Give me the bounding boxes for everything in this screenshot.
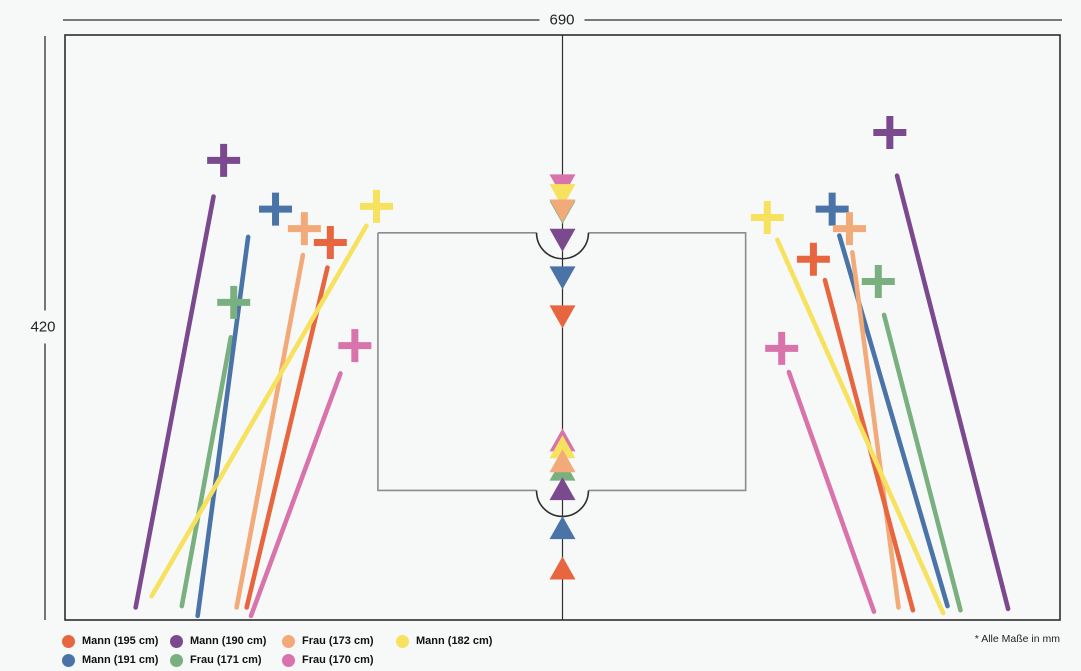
legend-label: Mann (195 cm) xyxy=(82,634,159,647)
legend-label: Frau (173 cm) xyxy=(302,634,374,647)
reach-arrow-top-2 xyxy=(549,228,576,252)
reach-arrow-bottom-2 xyxy=(549,477,576,501)
shoulder-marker-left-6 xyxy=(217,285,251,319)
legend-item: Frau (171 cm) xyxy=(170,653,262,667)
legend-swatch xyxy=(396,634,409,648)
legend-swatch xyxy=(282,634,295,648)
reach-line-right-3 xyxy=(850,249,901,610)
reach-arrow-top-1 xyxy=(549,305,576,329)
reach-line-left-3 xyxy=(234,252,306,610)
reach-line-left-4 xyxy=(149,223,369,599)
shoulder-marker-right-4 xyxy=(750,200,784,234)
legend-label: Frau (170 cm) xyxy=(302,653,374,666)
legend-item: Mann (195 cm) xyxy=(62,634,158,648)
reach-arrow-bottom-4 xyxy=(549,435,576,459)
shoulder-marker-left-5 xyxy=(259,192,293,226)
legend-item: Mann (182 cm) xyxy=(396,634,492,648)
legend-item: Mann (191 cm) xyxy=(62,653,158,667)
legend-item: Frau (170 cm) xyxy=(282,653,374,667)
legend-swatch xyxy=(62,634,75,648)
legend-label: Mann (191 cm) xyxy=(82,653,159,666)
units-footnote: * Alle Maße in mm xyxy=(974,633,1060,645)
height-dimension-label: 420 xyxy=(25,310,61,344)
legend-label: Mann (190 cm) xyxy=(190,634,267,647)
reach-arrow-top-5 xyxy=(549,266,576,290)
legend-swatch xyxy=(170,653,183,667)
reach-arrow-top-4 xyxy=(549,184,576,208)
reach-arrow-bottom-5 xyxy=(549,516,576,540)
shoulder-marker-right-6 xyxy=(861,265,895,299)
shoulder-marker-left-2 xyxy=(207,143,241,177)
reach-line-left-7 xyxy=(248,371,343,619)
reach-line-left-6 xyxy=(179,334,234,609)
reach-arrow-top-3 xyxy=(549,199,576,223)
legend-item: Frau (173 cm) xyxy=(282,634,374,648)
legend-swatch xyxy=(170,634,183,648)
shoulder-marker-right-5 xyxy=(815,192,849,226)
legend-label: Mann (182 cm) xyxy=(416,634,493,647)
legend-swatch xyxy=(282,653,295,667)
reach-line-right-7 xyxy=(786,369,877,614)
reach-line-right-6 xyxy=(881,312,963,613)
shoulder-marker-right-3 xyxy=(832,212,866,246)
legend-item: Mann (190 cm) xyxy=(170,634,266,648)
width-dimension-label: 690 xyxy=(539,10,585,30)
table-outline xyxy=(377,231,747,492)
reach-line-left-1 xyxy=(244,265,330,610)
reach-line-right-2 xyxy=(894,173,1011,612)
shoulder-marker-right-2 xyxy=(873,116,907,149)
legend-label: Frau (171 cm) xyxy=(190,653,262,666)
shoulder-marker-right-7 xyxy=(765,331,799,365)
shoulder-marker-left-4 xyxy=(359,189,393,223)
reach-line-left-5 xyxy=(195,234,251,619)
reach-arrow-bottom-1 xyxy=(549,556,576,580)
shoulder-marker-left-7 xyxy=(338,329,372,363)
shoulder-marker-left-1 xyxy=(313,226,347,260)
shoulder-marker-left-3 xyxy=(287,212,321,246)
reach-arrow-bottom-3 xyxy=(549,449,576,473)
shoulder-marker-right-1 xyxy=(796,242,830,276)
reach-line-left-2 xyxy=(133,194,216,610)
legend-swatch xyxy=(62,653,75,667)
reach-line-right-4 xyxy=(775,237,946,616)
